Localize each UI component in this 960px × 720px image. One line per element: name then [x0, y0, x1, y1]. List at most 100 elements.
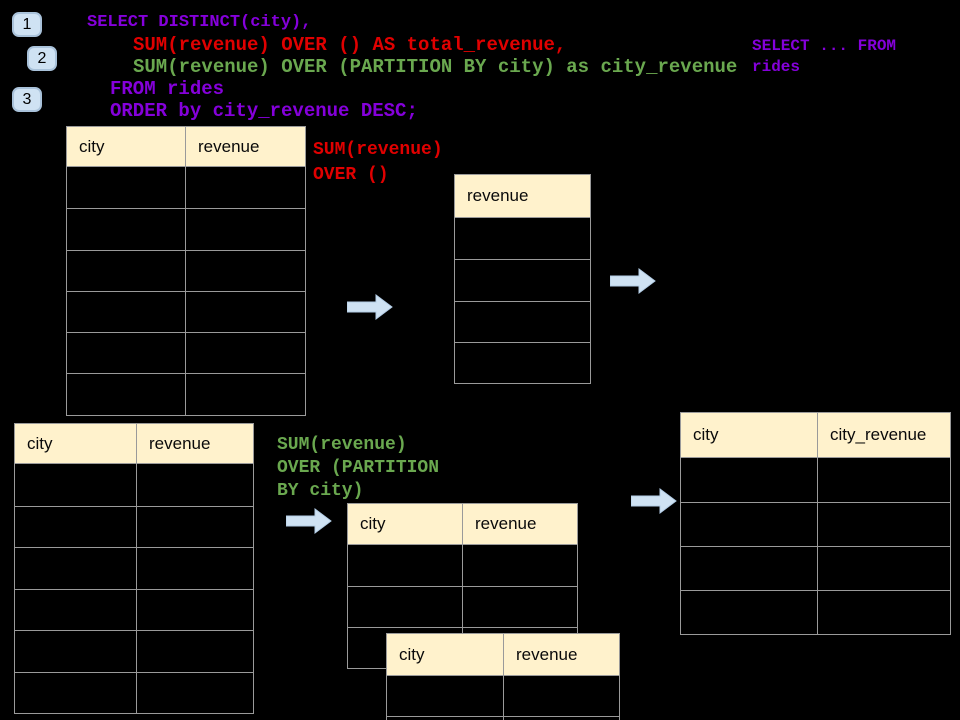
table-body — [455, 218, 590, 384]
table-cell — [455, 342, 590, 384]
table-row — [15, 464, 253, 506]
column-header: revenue — [475, 514, 537, 533]
table-row — [15, 671, 253, 713]
column-header: city — [387, 634, 504, 675]
table-row — [681, 590, 950, 634]
table-header-row: revenue — [455, 175, 590, 218]
table-cell — [348, 587, 463, 627]
table-cell — [15, 464, 137, 506]
table-row — [15, 630, 253, 672]
arrow-right-icon — [347, 294, 393, 320]
table-cell — [455, 218, 590, 260]
table-partition-overlay: city revenue — [386, 633, 620, 720]
table-cell — [137, 548, 253, 589]
table-partition-intermediate: city revenue — [347, 503, 578, 669]
table-row — [455, 300, 590, 342]
table-header-row: city revenue — [348, 504, 577, 545]
column-header: revenue — [467, 186, 529, 205]
table-body — [15, 464, 253, 713]
sql-line-from: FROM rides — [110, 78, 225, 100]
table-cell — [348, 545, 463, 586]
arrow-right-icon — [286, 508, 332, 534]
column-header: city — [67, 127, 186, 166]
table-cell — [15, 589, 137, 630]
table-cell — [67, 167, 186, 209]
table-cell — [186, 333, 305, 374]
table-cell — [387, 676, 504, 716]
table-row — [67, 167, 305, 209]
table-cell — [15, 631, 137, 672]
table-row — [455, 218, 590, 260]
table-row — [67, 290, 305, 333]
table-cell — [463, 545, 577, 586]
sql-line-order-by: ORDER by city_revenue DESC; — [110, 100, 418, 122]
table-source-full: city revenue — [66, 126, 306, 416]
sql-line-city-revenue: SUM(revenue) OVER (PARTITION BY city) as… — [133, 56, 738, 78]
step-badge-1: 1 — [12, 12, 42, 37]
table-body — [387, 676, 619, 720]
table-cell — [455, 301, 590, 342]
table-row — [681, 546, 950, 590]
table-cell — [67, 209, 186, 250]
column-header: revenue — [516, 644, 578, 664]
table-header-row: city city_revenue — [681, 413, 950, 458]
table-cell — [186, 291, 305, 333]
table-row — [67, 208, 305, 250]
table-row — [67, 373, 305, 415]
table-cell — [15, 506, 137, 547]
step-badge-3: 3 — [12, 87, 42, 112]
table-cell — [67, 374, 186, 415]
sql-line-total-revenue: SUM(revenue) OVER () AS total_revenue, — [133, 34, 567, 56]
table-cell — [818, 547, 950, 590]
table-row — [67, 332, 305, 374]
table-cell — [186, 167, 305, 209]
annotation-sum-over-partition: SUM(revenue) OVER (PARTITION BY city) — [277, 435, 440, 501]
table-cell — [387, 716, 504, 720]
column-header: city — [348, 504, 463, 544]
table-cell — [67, 291, 186, 333]
table-row — [387, 715, 619, 720]
table-header-row: city revenue — [387, 634, 619, 676]
table-cell — [681, 547, 818, 590]
sql-line-select: SELECT DISTINCT(city), — [87, 13, 312, 32]
annotation-sum-over-total: SUM(revenue) OVER () — [313, 140, 443, 185]
table-cell — [186, 209, 305, 250]
arrow-right-icon — [610, 268, 656, 294]
table-cell — [186, 250, 305, 291]
arrow-right-icon — [631, 488, 677, 514]
column-header: revenue — [149, 433, 211, 453]
table-cell — [818, 503, 950, 546]
table-row — [348, 586, 577, 627]
table-cell — [681, 503, 818, 546]
table-row — [387, 676, 619, 716]
table-row — [681, 502, 950, 546]
table-row — [348, 545, 577, 586]
table-header-row: city revenue — [67, 127, 305, 167]
table-cell — [137, 589, 253, 630]
table-cell — [463, 587, 577, 627]
column-header: city_revenue — [830, 425, 927, 444]
table-row — [67, 249, 305, 291]
table-row — [455, 341, 590, 384]
table-cell — [67, 333, 186, 374]
table-cell — [818, 591, 950, 634]
table-cell — [67, 250, 186, 291]
table-row — [681, 458, 950, 502]
table-source-partition: city revenue — [14, 423, 254, 714]
table-row — [15, 547, 253, 589]
table-cell — [681, 591, 818, 634]
table-cell — [137, 506, 253, 547]
column-header: revenue — [198, 136, 260, 156]
table-row — [455, 259, 590, 301]
column-header: city — [681, 413, 818, 457]
table-row — [15, 505, 253, 547]
table-cell — [455, 260, 590, 301]
table-header-row: city revenue — [15, 424, 253, 464]
table-cell — [137, 672, 253, 713]
table-row — [15, 588, 253, 630]
table-cell — [137, 631, 253, 672]
table-city-revenue-result: city city_revenue — [680, 412, 951, 635]
side-note-select-from: SELECT ... FROM rides — [752, 37, 897, 76]
column-header: city — [15, 424, 137, 463]
